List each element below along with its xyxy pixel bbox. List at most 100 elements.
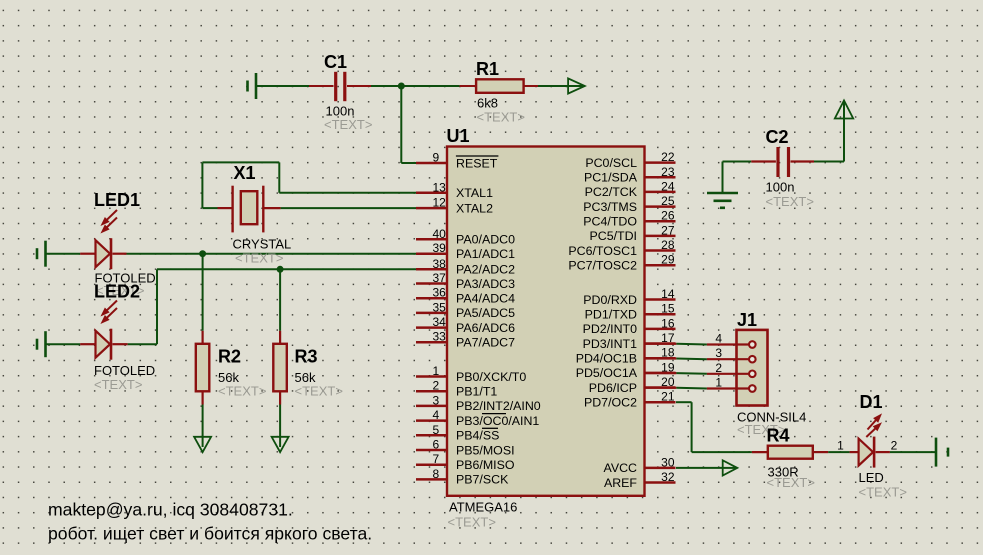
svg-text:PB0/XCK/T0: PB0/XCK/T0 [456, 370, 526, 384]
svg-text:C2: C2 [766, 127, 789, 147]
svg-text:27: 27 [661, 223, 675, 237]
svg-text:14: 14 [661, 287, 675, 301]
svg-text:R2: R2 [218, 347, 241, 367]
svg-text:34: 34 [433, 315, 447, 329]
svg-text:PC4/TDO: PC4/TDO [583, 215, 637, 229]
svg-text:AVCC: AVCC [603, 461, 637, 475]
svg-text:PA3/ADC3: PA3/ADC3 [456, 277, 515, 291]
svg-text:PC7/TOSC2: PC7/TOSC2 [568, 259, 637, 273]
svg-text:<TEXT>: <TEXT> [96, 283, 144, 298]
svg-text:PC2/TCK: PC2/TCK [585, 185, 638, 199]
svg-text:39: 39 [433, 241, 447, 255]
svg-text:PB4/SS: PB4/SS [456, 429, 499, 443]
svg-text:330R: 330R [768, 465, 799, 480]
svg-text:PC0/SCL: PC0/SCL [585, 156, 637, 170]
svg-text:RESET: RESET [456, 156, 498, 170]
svg-text:PC5/TDI: PC5/TDI [589, 229, 637, 243]
svg-text:PB1/T1: PB1/T1 [456, 385, 497, 399]
svg-text:PA5/ADC5: PA5/ADC5 [456, 306, 515, 320]
svg-text:38: 38 [433, 257, 447, 271]
svg-text:ATMEGA16: ATMEGA16 [449, 500, 517, 515]
svg-text:37: 37 [433, 271, 447, 285]
svg-text:PC6/TOSC1: PC6/TOSC1 [568, 244, 637, 258]
svg-text:PD5/OC1A: PD5/OC1A [576, 366, 638, 380]
svg-text:12: 12 [433, 196, 447, 210]
svg-text:<TEXT>: <TEXT> [295, 384, 343, 399]
svg-text:R4: R4 [767, 426, 790, 446]
svg-text:LED2: LED2 [94, 282, 140, 302]
svg-text:PA6/ADC6: PA6/ADC6 [456, 321, 515, 335]
svg-text:PA2/ADC2: PA2/ADC2 [456, 263, 515, 277]
svg-text:24: 24 [661, 179, 675, 193]
svg-text:PA1/ADC1: PA1/ADC1 [456, 247, 515, 261]
svg-text:26: 26 [661, 209, 675, 223]
svg-text:PB5/MOSI: PB5/MOSI [456, 443, 515, 457]
svg-text:PC1/SDA: PC1/SDA [584, 171, 638, 185]
svg-text:56k: 56k [295, 370, 316, 385]
svg-text:XTAL2: XTAL2 [456, 201, 493, 215]
svg-text:R1: R1 [476, 59, 499, 79]
svg-text:13: 13 [433, 180, 447, 194]
svg-text:32: 32 [661, 470, 675, 484]
svg-text:22: 22 [661, 150, 675, 164]
svg-text:<TEXT>: <TEXT> [94, 377, 142, 392]
svg-text:30: 30 [661, 455, 675, 469]
svg-text:17: 17 [661, 331, 675, 345]
svg-text:CONN-SIL4: CONN-SIL4 [737, 410, 806, 425]
svg-text:PD2/INT0: PD2/INT0 [583, 322, 638, 336]
svg-text:J1: J1 [737, 310, 757, 330]
svg-text:18: 18 [661, 346, 675, 360]
svg-text:<TEXT>: <TEXT> [477, 110, 525, 125]
svg-text:PB2/INT2/AIN0: PB2/INT2/AIN0 [456, 399, 541, 413]
svg-text:1: 1 [715, 376, 722, 390]
svg-text:PA4/ADC4: PA4/ADC4 [456, 292, 515, 306]
svg-text:3: 3 [715, 346, 722, 360]
svg-text:D1: D1 [860, 392, 883, 412]
svg-text:2: 2 [433, 379, 440, 393]
svg-text:LED: LED [859, 470, 884, 485]
svg-text:35: 35 [433, 300, 447, 314]
svg-text:R3: R3 [295, 347, 318, 367]
svg-text:<TEXT>: <TEXT> [859, 485, 907, 500]
svg-text:<TEXT>: <TEXT> [235, 251, 283, 266]
svg-text:6: 6 [433, 438, 440, 452]
svg-text:PD7/OC2: PD7/OC2 [584, 396, 637, 410]
svg-text:2: 2 [891, 439, 898, 453]
svg-text:<TEXT>: <TEXT> [324, 117, 372, 132]
svg-text:C1: C1 [324, 52, 347, 72]
svg-text:LED1: LED1 [94, 190, 140, 210]
svg-text:9: 9 [433, 151, 440, 165]
svg-text:CRYSTAL: CRYSTAL [233, 237, 292, 252]
svg-text:X1: X1 [234, 163, 256, 183]
svg-text:16: 16 [661, 316, 675, 330]
svg-text:25: 25 [661, 194, 675, 208]
svg-text:<TEXT>: <TEXT> [767, 475, 815, 490]
svg-text:4: 4 [433, 408, 440, 422]
svg-text:PC3/TMS: PC3/TMS [583, 200, 637, 214]
svg-text:36: 36 [433, 286, 447, 300]
svg-text:29: 29 [661, 253, 675, 267]
svg-text:PD6/ICP: PD6/ICP [589, 381, 637, 395]
svg-text:робот. ищет свет и боится ярко: робот. ищет свет и боится яркого света. [48, 524, 372, 544]
svg-text:PA7/ADC7: PA7/ADC7 [456, 336, 515, 350]
svg-text:<TEXT>: <TEXT> [448, 515, 496, 530]
svg-text:21: 21 [661, 390, 675, 404]
svg-text:FOTOLED: FOTOLED [94, 363, 155, 378]
svg-text:<TEXT>: <TEXT> [766, 194, 814, 209]
svg-text:<TEXT>: <TEXT> [218, 384, 266, 399]
svg-text:4: 4 [715, 332, 722, 346]
svg-text:PA0/ADC0: PA0/ADC0 [456, 233, 515, 247]
svg-text:PD4/OC1B: PD4/OC1B [576, 352, 637, 366]
svg-text:33: 33 [433, 330, 447, 344]
svg-text:56k: 56k [218, 370, 239, 385]
svg-text:20: 20 [661, 375, 675, 389]
svg-text:maktep@ya.ru, icq 308408731.: maktep@ya.ru, icq 308408731. [48, 500, 293, 520]
svg-text:PB6/MISO: PB6/MISO [456, 458, 515, 472]
svg-text:100n: 100n [766, 180, 795, 195]
svg-text:PD1/TXD: PD1/TXD [585, 308, 637, 322]
svg-text:2: 2 [715, 361, 722, 375]
svg-text:15: 15 [661, 302, 675, 316]
svg-text:5: 5 [433, 423, 440, 437]
svg-text:23: 23 [661, 165, 675, 179]
svg-text:3: 3 [433, 393, 440, 407]
